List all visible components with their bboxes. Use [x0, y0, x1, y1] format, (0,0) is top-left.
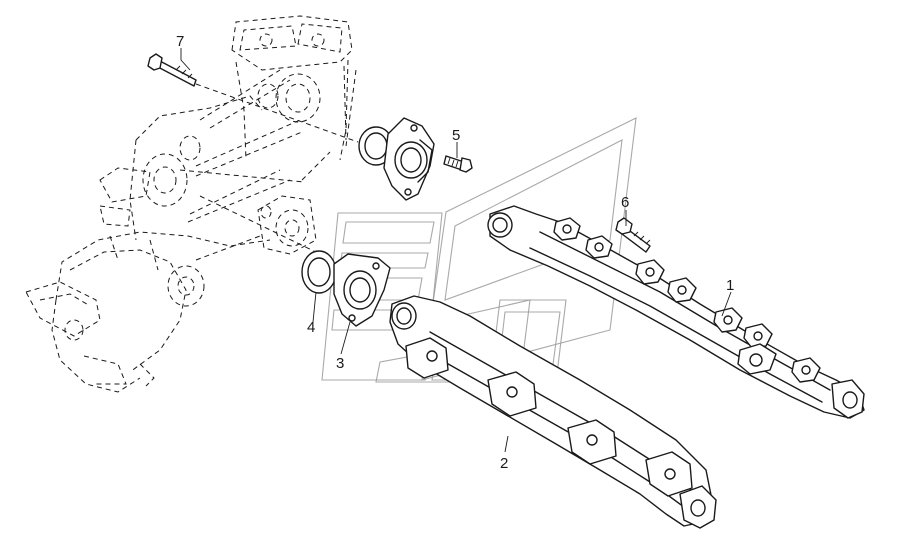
callout-7: 7 — [176, 33, 184, 50]
callout-4: 4 — [307, 319, 315, 336]
timing-case-housing — [25, 15, 353, 393]
callout-3: 3 — [336, 355, 344, 372]
callout-1: 1 — [726, 277, 734, 294]
part-2-exhaust-manifold-lower — [389, 295, 717, 529]
part-1-exhaust-manifold-upper — [487, 205, 865, 419]
callout-2: 2 — [500, 455, 508, 472]
callout-leaders — [180, 48, 732, 453]
callout-6: 6 — [621, 194, 629, 211]
part-7-long-bolt — [147, 53, 197, 87]
part-4-gasket-ring — [301, 250, 337, 294]
part-3-flange — [333, 253, 391, 327]
part-5-small-bolt — [443, 155, 473, 173]
assembly-axis-lines — [179, 69, 359, 255]
callout-5: 5 — [452, 127, 460, 144]
part-5-gasket-and-flange — [358, 117, 435, 201]
part-6-bolt — [615, 217, 651, 253]
